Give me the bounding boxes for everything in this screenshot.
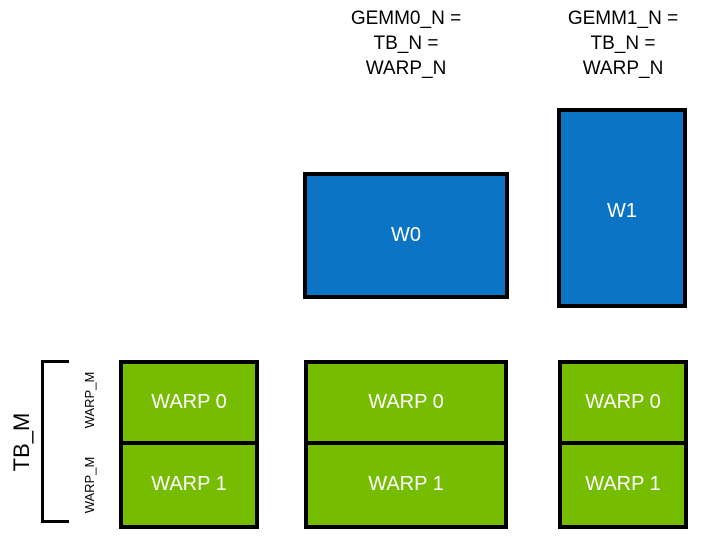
warp-cell-label: WARP 0: [368, 390, 444, 413]
w0-box: W0: [303, 172, 509, 299]
caption-gemm0: GEMM0_N = TB_N = WARP_N: [350, 8, 462, 79]
warp-cell: WARP 0: [562, 364, 684, 445]
warp-cell: WARP 0: [308, 364, 504, 445]
warp-cell: WARP 1: [123, 445, 255, 526]
w1-label: W1: [607, 200, 637, 222]
warp-column-left: WARP 0 WARP 1: [119, 360, 259, 529]
caption-gemm1: GEMM1_N = TB_N = WARP_N: [567, 8, 679, 79]
warp-cell: WARP 1: [308, 445, 504, 526]
warp-m-label-top: WARP_M: [82, 371, 97, 429]
tb-m-label: TB_M: [9, 412, 34, 472]
warp-cell-label: WARP 1: [585, 473, 661, 496]
warp-cell-label: WARP 0: [151, 390, 227, 413]
tb-m-bracket: [41, 360, 69, 523]
warp-column-middle: WARP 0 WARP 1: [304, 360, 508, 529]
warp-cell-label: WARP 1: [151, 473, 227, 496]
w0-label: W0: [391, 224, 421, 246]
warp-cell: WARP 1: [562, 445, 684, 526]
warp-column-right: WARP 0 WARP 1: [558, 360, 688, 529]
warp-cell-label: WARP 0: [585, 390, 661, 413]
warp-m-label-bottom: WARP_M: [82, 456, 97, 514]
warp-cell: WARP 0: [123, 364, 255, 445]
w1-box: W1: [557, 108, 687, 308]
warp-cell-label: WARP 1: [368, 473, 444, 496]
